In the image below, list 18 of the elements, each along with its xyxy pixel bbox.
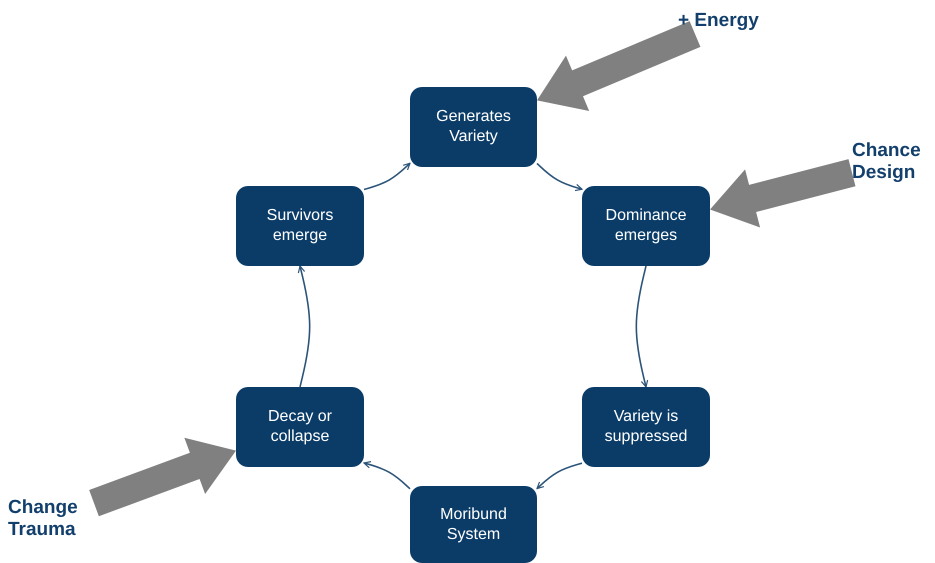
arrow [363,461,411,490]
arrow [364,162,411,190]
annotation-text: + Energy [678,8,774,34]
arrow [536,162,583,192]
process-box: Dominance emerges [582,186,710,266]
annotation-text: Change Trauma [8,496,94,542]
process-box: Moribund System [410,486,537,563]
arrow [298,265,310,388]
block-arrow [89,438,236,516]
process-box: Generates Variety [410,87,537,167]
arrow [636,266,648,388]
arrow [536,462,582,490]
process-box: Decay or collapse [236,387,364,467]
annotation-text: Chance Design [852,139,935,185]
process-box: Survivors emerge [236,186,364,266]
block-arrow [537,21,700,111]
block-arrow [710,159,856,228]
process-box: Variety is suppressed [582,387,710,467]
